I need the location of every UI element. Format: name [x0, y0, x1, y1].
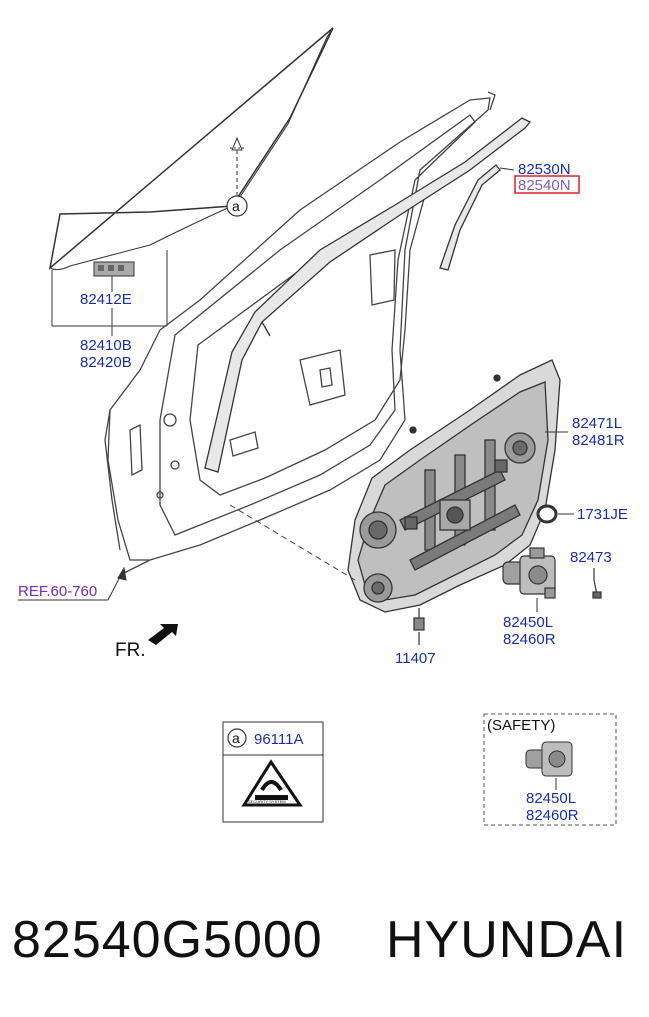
safety-title: (SAFETY)	[487, 717, 555, 734]
highlight-box	[514, 175, 580, 194]
front-direction-arrow	[148, 624, 178, 645]
sticker-box: a	[222, 721, 324, 823]
ref-leader	[18, 566, 127, 601]
footer-part-number: 82540G5000	[12, 911, 323, 969]
sticker-text: SECURITY SYSTEM	[248, 799, 286, 804]
label-fr: FR.	[115, 640, 146, 661]
label-11407: 11407	[395, 650, 436, 667]
callout-a-letter: a	[232, 198, 240, 214]
glass-leader-lines	[51, 250, 168, 336]
label-safety-82460r: 82460R	[526, 807, 579, 824]
bolt	[592, 568, 602, 599]
run-channel-leader	[499, 167, 515, 171]
door-glass	[48, 27, 334, 271]
callout-a: a	[226, 195, 248, 217]
door-shell	[104, 91, 496, 576]
label-safety-82450l: 82450L	[526, 790, 576, 807]
module-panel	[347, 359, 561, 613]
label-82481r: 82481R	[572, 432, 625, 449]
label-96111a: 96111A	[254, 731, 304, 748]
label-82530n: 82530N	[518, 161, 571, 178]
label-82540n-highlighted: 82540N	[518, 177, 571, 194]
regulator-motor	[502, 547, 556, 599]
sticker-callout-letter: a	[232, 730, 240, 746]
label-82410b: 82410B	[80, 337, 132, 354]
run-channel	[204, 117, 532, 473]
grommet	[536, 504, 574, 524]
callout-arrow	[230, 136, 244, 196]
screw	[413, 608, 425, 645]
label-82473: 82473	[570, 549, 612, 566]
safety-box	[483, 713, 617, 826]
footer-brand: HYUNDAI	[386, 911, 628, 969]
label-82450l: 82450L	[503, 614, 553, 631]
label-82420b: 82420B	[80, 354, 132, 371]
label-82412e: 82412E	[80, 291, 132, 308]
label-82460r: 82460R	[503, 631, 556, 648]
label-1731je: 1731JE	[577, 506, 628, 523]
label-82471l: 82471L	[572, 415, 622, 432]
footer: 82540G5000 HYUNDAI	[0, 900, 649, 980]
label-ref: REF.60-760	[18, 583, 97, 600]
glass-bracket	[93, 261, 135, 277]
panel-dashed-link	[229, 504, 356, 581]
